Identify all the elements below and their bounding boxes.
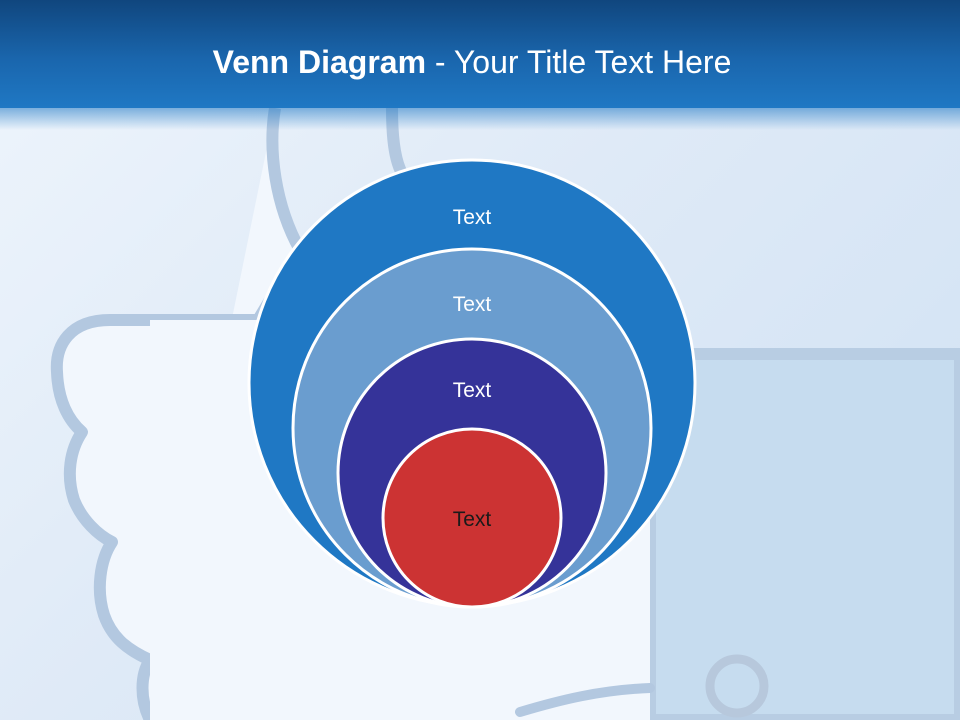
sleeve-button-icon: [705, 654, 769, 718]
circle-second-label: Text: [453, 293, 492, 316]
slide-title: Venn Diagram - Your Title Text Here: [0, 40, 944, 84]
title-bar: [0, 0, 960, 108]
circle-third-label: Text: [453, 379, 492, 402]
circle-inner-label: Text: [453, 508, 492, 531]
circle-inner[interactable]: Text: [381, 427, 563, 609]
slide-title-rest: - Your Title Text Here: [426, 44, 732, 80]
title-bar-shadow: [0, 108, 960, 130]
slide-title-bold: Venn Diagram: [212, 44, 427, 80]
finger-crease-outline: [515, 683, 655, 717]
circle-outer-label: Text: [453, 206, 492, 229]
